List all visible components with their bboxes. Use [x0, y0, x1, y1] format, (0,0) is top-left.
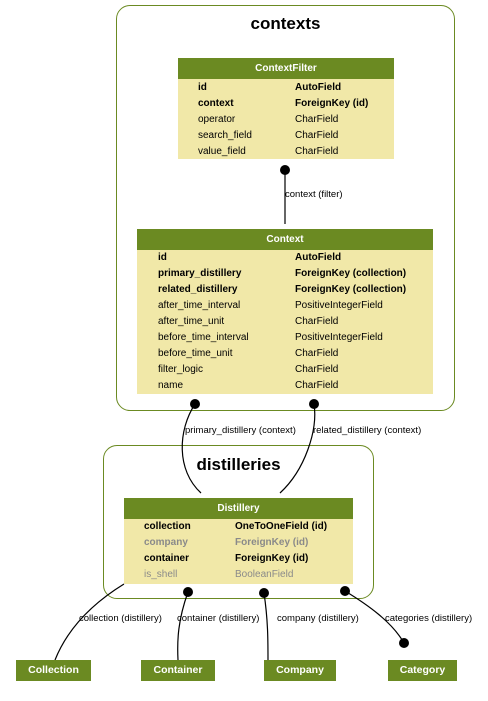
model-category: Category	[388, 660, 457, 681]
field-name: name	[158, 380, 184, 391]
edge-primary-distillery	[181, 403, 202, 494]
table-row: context ForeignKey (id)	[178, 96, 394, 112]
field-type: PositiveIntegerField	[295, 300, 383, 311]
field-type: CharField	[295, 364, 339, 375]
field-type: OneToOneField (id)	[235, 521, 328, 532]
field-type: CharField	[295, 348, 339, 359]
distilleries-group-title: distilleries	[196, 455, 281, 474]
distillery-table-header: Distillery	[124, 498, 353, 519]
table-row: name CharField	[137, 378, 433, 394]
field-name: after_time_unit	[158, 316, 225, 327]
field-type: ForeignKey (collection)	[295, 268, 407, 279]
edge-endpoint-dot	[259, 588, 269, 598]
field-name: primary_distillery	[158, 268, 242, 279]
table-row: after_time_unit CharField	[137, 314, 433, 330]
field-type: ForeignKey (id)	[295, 98, 369, 109]
edge-collection	[54, 583, 125, 661]
contexts-group-title: contexts	[250, 14, 321, 33]
edge-endpoint-dot	[190, 399, 200, 409]
field-name: collection	[144, 521, 191, 532]
table-row: search_field CharField	[178, 128, 394, 144]
field-name: filter_logic	[158, 364, 204, 375]
table-row: before_time_unit CharField	[137, 346, 433, 362]
field-name: before_time_interval	[158, 332, 249, 343]
field-type: CharField	[295, 130, 339, 141]
edge-categories	[344, 590, 405, 644]
table-row: id AutoField	[137, 250, 433, 266]
table-row: operator CharField	[178, 112, 394, 128]
model-container: Container	[141, 660, 215, 681]
table-row: is_shell BooleanField	[124, 567, 353, 583]
edge-label-company: company (distillery)	[277, 613, 359, 624]
context-table-header: Context	[137, 229, 433, 250]
field-type: ForeignKey (collection)	[295, 284, 407, 295]
field-name: company	[144, 537, 188, 548]
edge-label-primary-distillery: primary_distillery (context)	[185, 425, 296, 436]
table-row: after_time_interval PositiveIntegerField	[137, 298, 433, 314]
field-type: BooleanField	[235, 569, 294, 580]
edge-endpoint-dot	[399, 638, 409, 648]
edge-company	[263, 592, 269, 661]
edge-endpoint-dot	[280, 165, 290, 175]
field-name: is_shell	[144, 569, 178, 580]
field-name: before_time_unit	[158, 348, 233, 359]
field-type: AutoField	[295, 82, 342, 93]
context-filter-table-header: ContextFilter	[178, 58, 394, 79]
edge-container	[177, 591, 189, 661]
table-row: related_distillery ForeignKey (collection…	[137, 282, 433, 298]
edge-label-categories: categories (distillery)	[385, 613, 473, 624]
table-row: before_time_interval PositiveIntegerField	[137, 330, 433, 346]
table-row: filter_logic CharField	[137, 362, 433, 378]
edge-label-container: container (distillery)	[177, 613, 260, 624]
field-name: id	[198, 82, 207, 93]
model-company: Company	[264, 660, 336, 681]
edge-endpoint-dot	[340, 586, 350, 596]
model-collection: Collection	[16, 660, 91, 681]
edge-related-distillery	[279, 403, 316, 494]
edge-label-context-filter: context (filter)	[285, 189, 343, 200]
field-type: PositiveIntegerField	[295, 332, 383, 343]
table-row: id AutoField	[178, 80, 394, 96]
field-type: CharField	[295, 380, 339, 391]
field-type: AutoField	[295, 252, 342, 263]
table-row: company ForeignKey (id)	[124, 535, 353, 551]
field-name: after_time_interval	[158, 300, 241, 311]
field-type: ForeignKey (id)	[235, 553, 309, 564]
edge-endpoint-dot	[183, 587, 193, 597]
field-name: container	[144, 553, 190, 564]
field-name: value_field	[198, 146, 246, 157]
table-row: value_field CharField	[178, 144, 394, 160]
field-type: CharField	[295, 114, 339, 125]
table-row: primary_distillery ForeignKey (collection…	[137, 266, 433, 282]
table-row: container ForeignKey (id)	[124, 551, 353, 567]
edge-endpoint-dot	[309, 399, 319, 409]
table-row: collection OneToOneField (id)	[124, 519, 353, 535]
field-type: ForeignKey (id)	[235, 537, 309, 548]
field-type: CharField	[295, 316, 339, 327]
field-type: CharField	[295, 146, 339, 157]
field-name: search_field	[198, 130, 252, 141]
edge-label-collection: collection (distillery)	[79, 613, 162, 624]
field-name: operator	[198, 114, 236, 125]
field-name: context	[198, 98, 234, 109]
field-name: related_distillery	[158, 284, 238, 295]
field-name: id	[158, 252, 167, 263]
context-filter-table: ContextFilter id AutoField context Foreign…	[178, 58, 394, 159]
edge-label-related-distillery: related_distillery (context)	[313, 425, 422, 436]
